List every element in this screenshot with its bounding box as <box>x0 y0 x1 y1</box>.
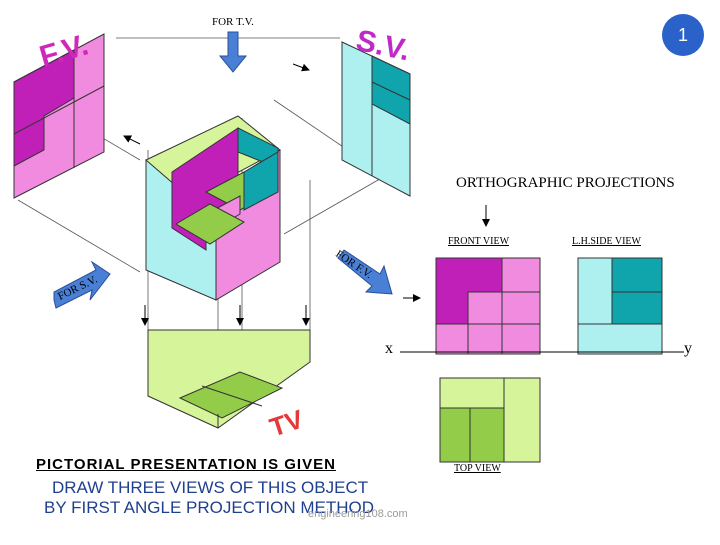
slide-number-badge: 1 <box>662 14 704 56</box>
watermark: engineering108.com <box>308 508 408 520</box>
tv-plane <box>147 329 311 429</box>
ortho-front-view <box>435 257 541 355</box>
instruction-line-2: BY FIRST ANGLE PROJECTION METHOD <box>44 498 374 517</box>
isometric-object <box>145 115 281 301</box>
pictorial-heading: PICTORIAL PRESENTATION IS GIVEN <box>36 456 336 473</box>
x-label: x <box>385 340 393 357</box>
for-tv-label: FOR T.V. <box>212 16 254 28</box>
viewing-arrows <box>53 31 393 309</box>
ortho-title: ORTHOGRAPHIC PROJECTIONS <box>456 175 675 191</box>
ortho-top-view <box>439 377 541 463</box>
instruction-line-1: DRAW THREE VIEWS OF THIS OBJECT <box>52 478 369 497</box>
ortho-side-view <box>577 257 663 355</box>
y-label: y <box>684 340 692 357</box>
top-view-label: TOP VIEW <box>454 463 501 474</box>
lh-side-view-label: L.H.SIDE VIEW <box>572 236 641 247</box>
fv-plane <box>13 33 105 199</box>
front-view-label: FRONT VIEW <box>448 236 510 247</box>
sv-plane <box>341 41 411 197</box>
